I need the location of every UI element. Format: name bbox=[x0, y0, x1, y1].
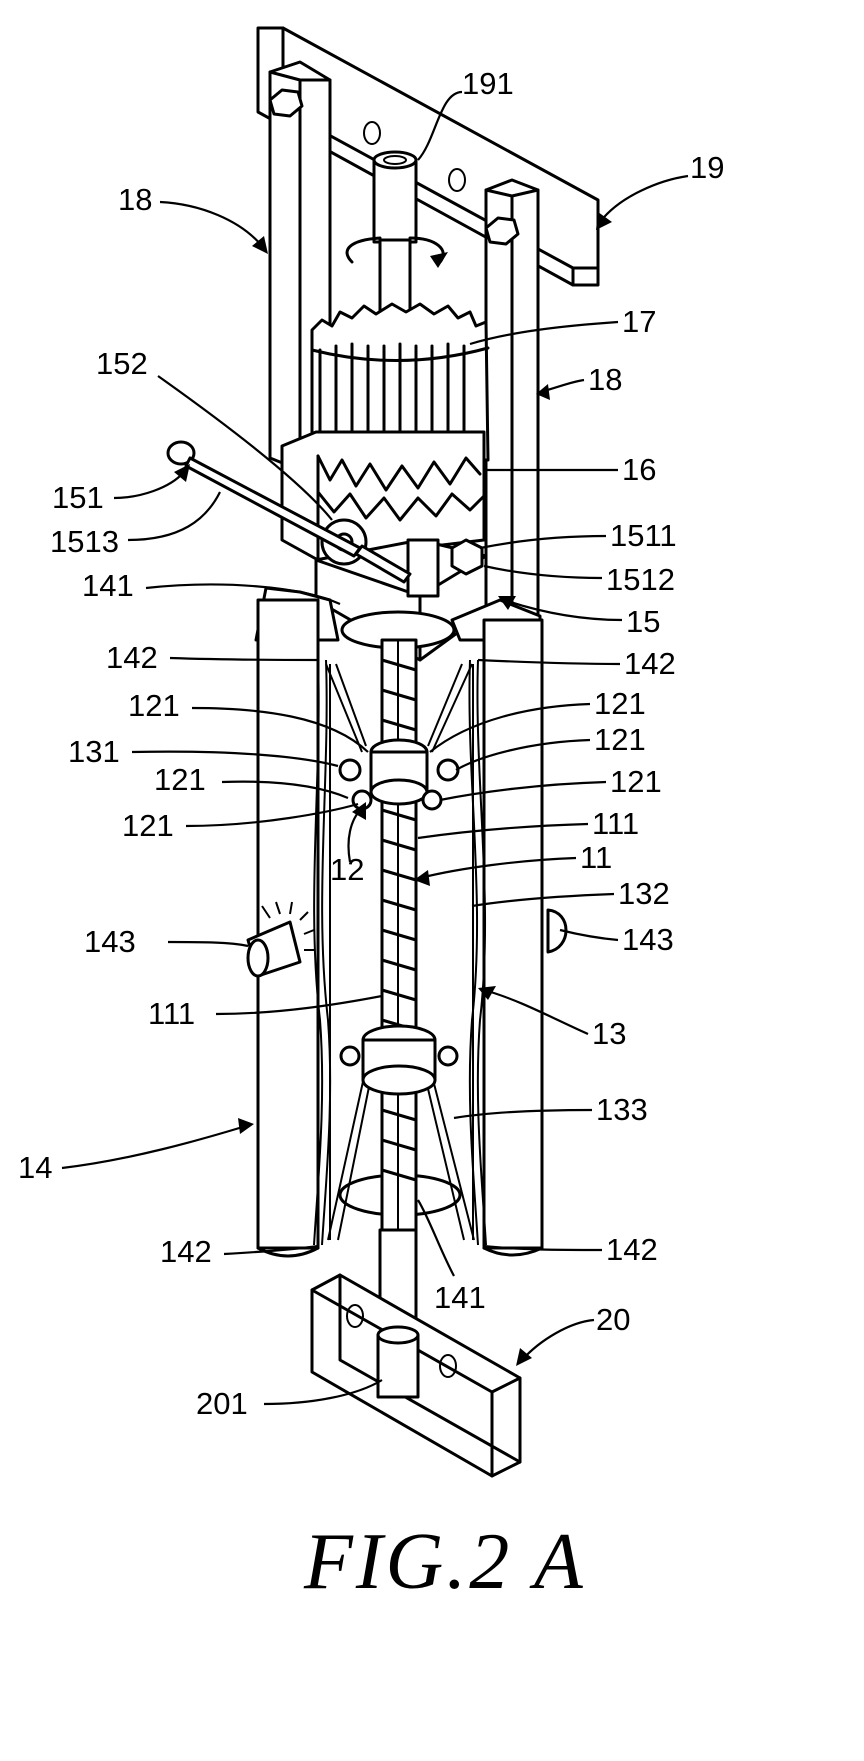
label-151: 151 bbox=[52, 464, 190, 515]
label-143-left: 143 bbox=[84, 924, 248, 959]
label-142-right-bottom-text: 142 bbox=[606, 1232, 658, 1267]
label-111-upper-text: 111 bbox=[592, 806, 639, 841]
lower-hub bbox=[341, 1026, 457, 1094]
label-201-text: 201 bbox=[196, 1386, 248, 1421]
label-121-c-text: 121 bbox=[594, 722, 646, 757]
label-19: 19 bbox=[596, 150, 724, 230]
label-141-top-text: 141 bbox=[82, 568, 134, 603]
label-121-d-text: 121 bbox=[154, 762, 206, 797]
label-14-text: 14 bbox=[18, 1150, 52, 1185]
label-143-right: 143 bbox=[560, 922, 674, 957]
label-12-text: 12 bbox=[330, 852, 364, 887]
label-14: 14 bbox=[18, 1118, 254, 1185]
label-133-text: 133 bbox=[596, 1092, 648, 1127]
label-1512-text: 1512 bbox=[606, 562, 675, 597]
label-1513-text: 1513 bbox=[50, 524, 119, 559]
label-16-text: 16 bbox=[622, 452, 656, 487]
label-132-text: 132 bbox=[618, 876, 670, 911]
label-151-text: 151 bbox=[52, 480, 104, 515]
label-13-text: 13 bbox=[592, 1016, 626, 1051]
label-20-text: 20 bbox=[596, 1302, 630, 1337]
label-121-a-text: 121 bbox=[128, 688, 180, 723]
guide-rail-right bbox=[486, 180, 538, 642]
label-142-left-top-text: 142 bbox=[106, 640, 158, 675]
figure-caption: FIG.2 A bbox=[303, 1518, 586, 1606]
label-152-text: 152 bbox=[96, 346, 148, 381]
screw-shaft bbox=[382, 640, 416, 1240]
label-141-bottom-text: 141 bbox=[434, 1280, 486, 1315]
label-121-e-text: 121 bbox=[122, 808, 174, 843]
label-1511-text: 1511 bbox=[610, 518, 677, 553]
label-18-right: 18 bbox=[536, 362, 622, 400]
label-18-top-text: 18 bbox=[118, 182, 152, 217]
upper-hub bbox=[340, 740, 458, 809]
label-131-text: 131 bbox=[68, 734, 120, 769]
label-19-text: 19 bbox=[690, 150, 724, 185]
label-15-text: 15 bbox=[626, 604, 660, 639]
label-12: 12 bbox=[330, 802, 366, 887]
label-18-top: 18 bbox=[118, 182, 268, 254]
label-18-right-text: 18 bbox=[588, 362, 622, 397]
label-143-left-text: 143 bbox=[84, 924, 136, 959]
label-20: 20 bbox=[516, 1302, 630, 1366]
label-143-right-text: 143 bbox=[622, 922, 674, 957]
label-111-lower-text: 111 bbox=[148, 996, 195, 1031]
label-17-text: 17 bbox=[622, 304, 656, 339]
label-142-left-bottom-text: 142 bbox=[160, 1234, 212, 1269]
label-142-right-top-text: 142 bbox=[624, 646, 676, 681]
bottom-mounting-plate bbox=[312, 1230, 520, 1476]
label-11-text: 11 bbox=[580, 840, 612, 875]
label-191-text: 191 bbox=[462, 66, 514, 101]
label-121-b-text: 121 bbox=[594, 686, 646, 721]
label-121-a: 121 bbox=[128, 688, 368, 752]
label-121-f-text: 121 bbox=[610, 764, 662, 799]
